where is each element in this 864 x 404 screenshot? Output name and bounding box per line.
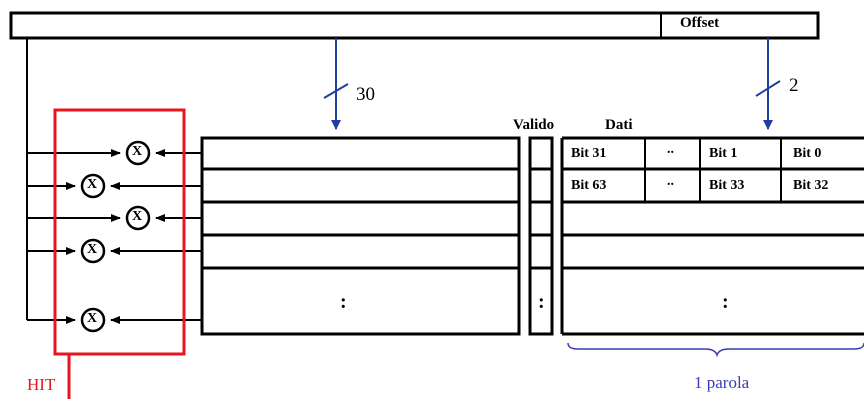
data-ellipsis: : xyxy=(722,291,729,313)
comparator-x: X xyxy=(87,177,98,192)
tag-bus xyxy=(26,38,121,324)
data-cell: Bit 31 xyxy=(571,146,607,161)
address-register xyxy=(9,11,820,40)
tag-bits-label: 30 xyxy=(356,84,375,105)
data-cell-ellipsis: .. xyxy=(667,174,674,189)
offset-bits-label: 2 xyxy=(789,75,799,96)
data-cell: Bit 0 xyxy=(793,146,822,161)
comparator-2 xyxy=(80,173,106,199)
tag-to-comparator-lines xyxy=(110,149,202,324)
valid-column xyxy=(528,136,554,336)
valid-ellipsis: : xyxy=(538,291,545,313)
comparator-x: X xyxy=(132,209,143,224)
comparator-4 xyxy=(80,238,106,264)
comparator-x: X xyxy=(132,144,143,159)
word-brace-label: 1 parola xyxy=(694,373,750,392)
data-cell: Bit 32 xyxy=(793,178,829,193)
data-cell: Bit 33 xyxy=(709,178,745,193)
tag-ellipsis: : xyxy=(340,291,347,313)
comparators xyxy=(80,140,151,333)
data-cell: Bit 1 xyxy=(709,146,738,161)
offset-width-arrow xyxy=(755,38,781,130)
data-cell: Bit 63 xyxy=(571,178,607,193)
word-brace xyxy=(567,342,864,358)
hit-box xyxy=(53,108,186,399)
tag-width-arrow xyxy=(323,38,349,130)
data-column-header: Dati xyxy=(605,117,633,133)
tag-array xyxy=(200,136,521,336)
comparator-5 xyxy=(80,307,106,333)
data-array xyxy=(560,136,864,336)
data-cell-ellipsis: .. xyxy=(667,142,674,157)
valid-column-header: Valido xyxy=(513,117,555,133)
offset-label: Offset xyxy=(680,15,720,31)
comparator-x: X xyxy=(87,311,98,326)
comparator-x: X xyxy=(87,242,98,257)
comparator-3 xyxy=(125,205,151,231)
comparator-1 xyxy=(125,140,151,166)
hit-label: HIT xyxy=(27,375,56,394)
